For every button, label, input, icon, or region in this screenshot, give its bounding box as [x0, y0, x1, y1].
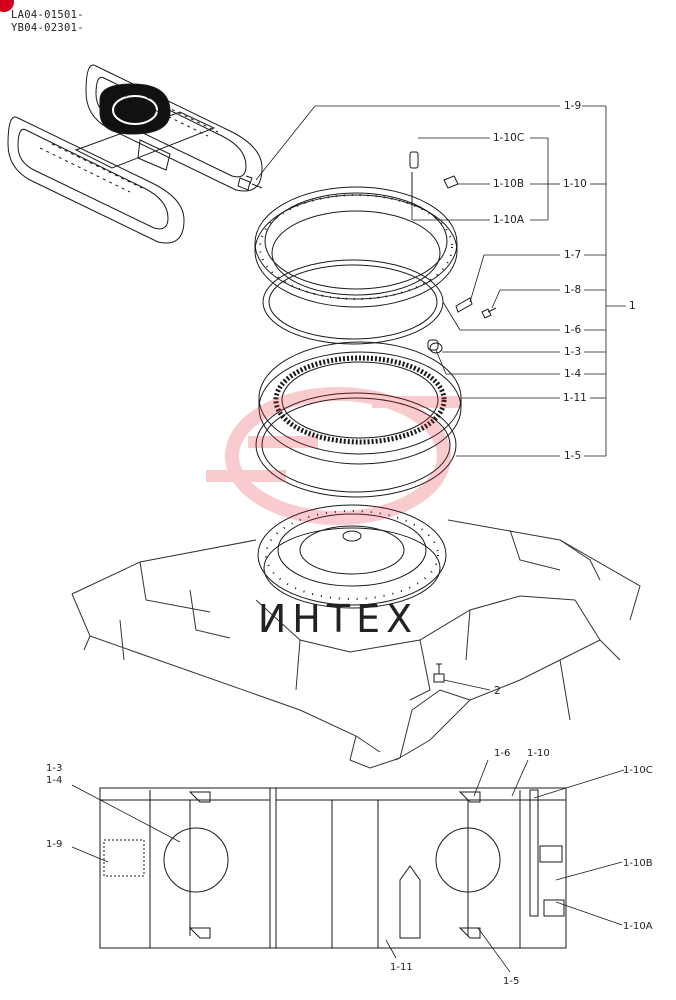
bolt-1-8 — [481, 307, 497, 319]
grease-nipple-drawing — [237, 175, 263, 191]
seal-1-5 — [255, 392, 457, 498]
callout-1-10C: 1-10C — [493, 132, 524, 144]
callout-1-5: 1-5 — [564, 450, 581, 462]
callout-1-10A: 1-10A — [493, 214, 525, 226]
callout-2: 2 — [494, 685, 501, 697]
bolt-2 — [433, 663, 445, 683]
section-callout-1-10: 1-10 — [527, 748, 550, 759]
undercarriage-drawing — [7, 64, 263, 244]
callout-1-9: 1-9 — [564, 100, 581, 112]
turntable-drawing — [257, 504, 447, 609]
callout-1-4: 1-4 — [564, 368, 581, 380]
section-callout-1-9: 1-9 — [46, 839, 62, 850]
callout-1-10: 1-10 — [563, 178, 587, 190]
callout-1-7: 1-7 — [564, 249, 581, 261]
spacer-1-4 — [427, 339, 439, 351]
plug-1-10C — [409, 151, 419, 206]
upper-frame-drawing — [71, 519, 641, 769]
section-callout-1-5: 1-5 — [503, 976, 519, 987]
section-leader-lines — [71, 759, 625, 973]
seal-1-5-inner — [261, 397, 451, 493]
section-callout-1-11: 1-11 — [390, 962, 413, 973]
seal-1-6 — [262, 259, 444, 345]
watermark-logo — [206, 387, 460, 525]
callout-1: 1 — [629, 300, 636, 312]
callout-1-11: 1-11 — [563, 392, 587, 404]
inner-race-gear-drawing — [258, 341, 462, 465]
section-callout-1-3: 1-3 — [46, 763, 62, 774]
callout-1-10B: 1-10B — [493, 178, 524, 190]
section-callout-1-4: 1-4 — [46, 775, 62, 786]
ball-1-3 — [429, 342, 443, 354]
outer-race-drawing — [254, 186, 458, 308]
callout-1-6: 1-6 — [564, 324, 581, 336]
callout-1-8: 1-8 — [564, 284, 581, 296]
leader-lines — [255, 105, 626, 691]
section-callout-1-10C: 1-10C — [623, 765, 653, 776]
serial-number-2: YB04-02301- — [11, 22, 84, 34]
serial-number-1: LA04-01501- — [11, 9, 84, 21]
section-callout-1-10A: 1-10A — [623, 921, 653, 932]
callout-1-3: 1-3 — [564, 346, 581, 358]
section-callout-1-10B: 1-10B — [623, 858, 653, 869]
section-callout-1-6: 1-6 — [494, 748, 510, 759]
lock-plate-1-7 — [455, 297, 473, 313]
watermark-text: ИНТЕХ — [258, 597, 418, 641]
brand-badge — [0, 0, 14, 12]
seal-1-6-inner — [268, 264, 438, 340]
cross-section-drawing — [99, 787, 567, 949]
plug-1-10B — [443, 175, 459, 189]
